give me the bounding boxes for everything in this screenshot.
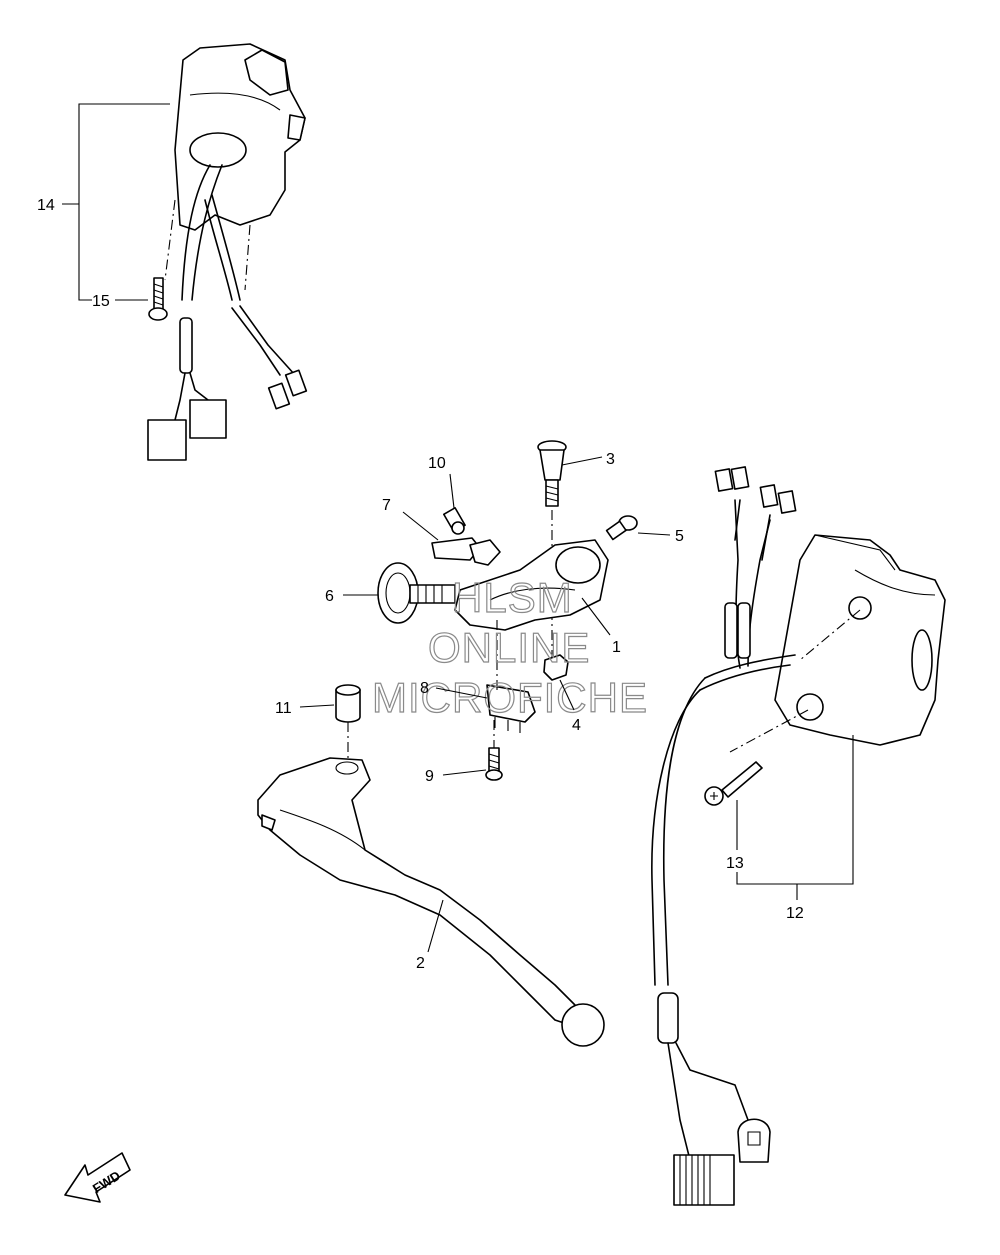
callout-15: 15 — [92, 293, 110, 310]
callout-10: 10 — [428, 455, 446, 472]
watermark: HLSM ONLINE MICROFICHE — [371, 573, 648, 721]
lever-holder-assembly — [377, 440, 638, 781]
callout-2: 2 — [416, 955, 425, 972]
screw-15 — [148, 277, 168, 321]
callout-13: 13 — [726, 855, 744, 872]
callout-9: 9 — [425, 768, 434, 785]
callout-5: 5 — [675, 528, 684, 545]
callout-3: 3 — [606, 451, 615, 468]
right-handlebar-switch — [651, 466, 946, 1206]
callout-8: 8 — [420, 680, 429, 697]
callout-bracket-14 — [78, 103, 170, 301]
watermark-line2: ONLINE — [428, 624, 590, 671]
callout-14: 14 — [37, 197, 55, 214]
callout-4: 4 — [572, 717, 581, 734]
callout-12: 12 — [786, 905, 804, 922]
callout-1: 1 — [612, 639, 621, 656]
left-handlebar-switch — [147, 43, 308, 461]
collar-11 — [335, 684, 361, 760]
callout-6: 6 — [325, 588, 334, 605]
watermark-line1: HLSM — [452, 574, 573, 621]
callout-7: 7 — [382, 497, 391, 514]
clutch-lever-2 — [257, 757, 605, 1047]
callout-bracket-12 — [736, 735, 854, 885]
callout-11: 11 — [275, 700, 292, 717]
screw-13 — [704, 761, 763, 806]
fwd-arrow-icon — [64, 1152, 131, 1203]
fwd-direction-marker: FWD — [64, 1152, 131, 1203]
watermark-line3: MICROFICHE — [372, 674, 648, 721]
